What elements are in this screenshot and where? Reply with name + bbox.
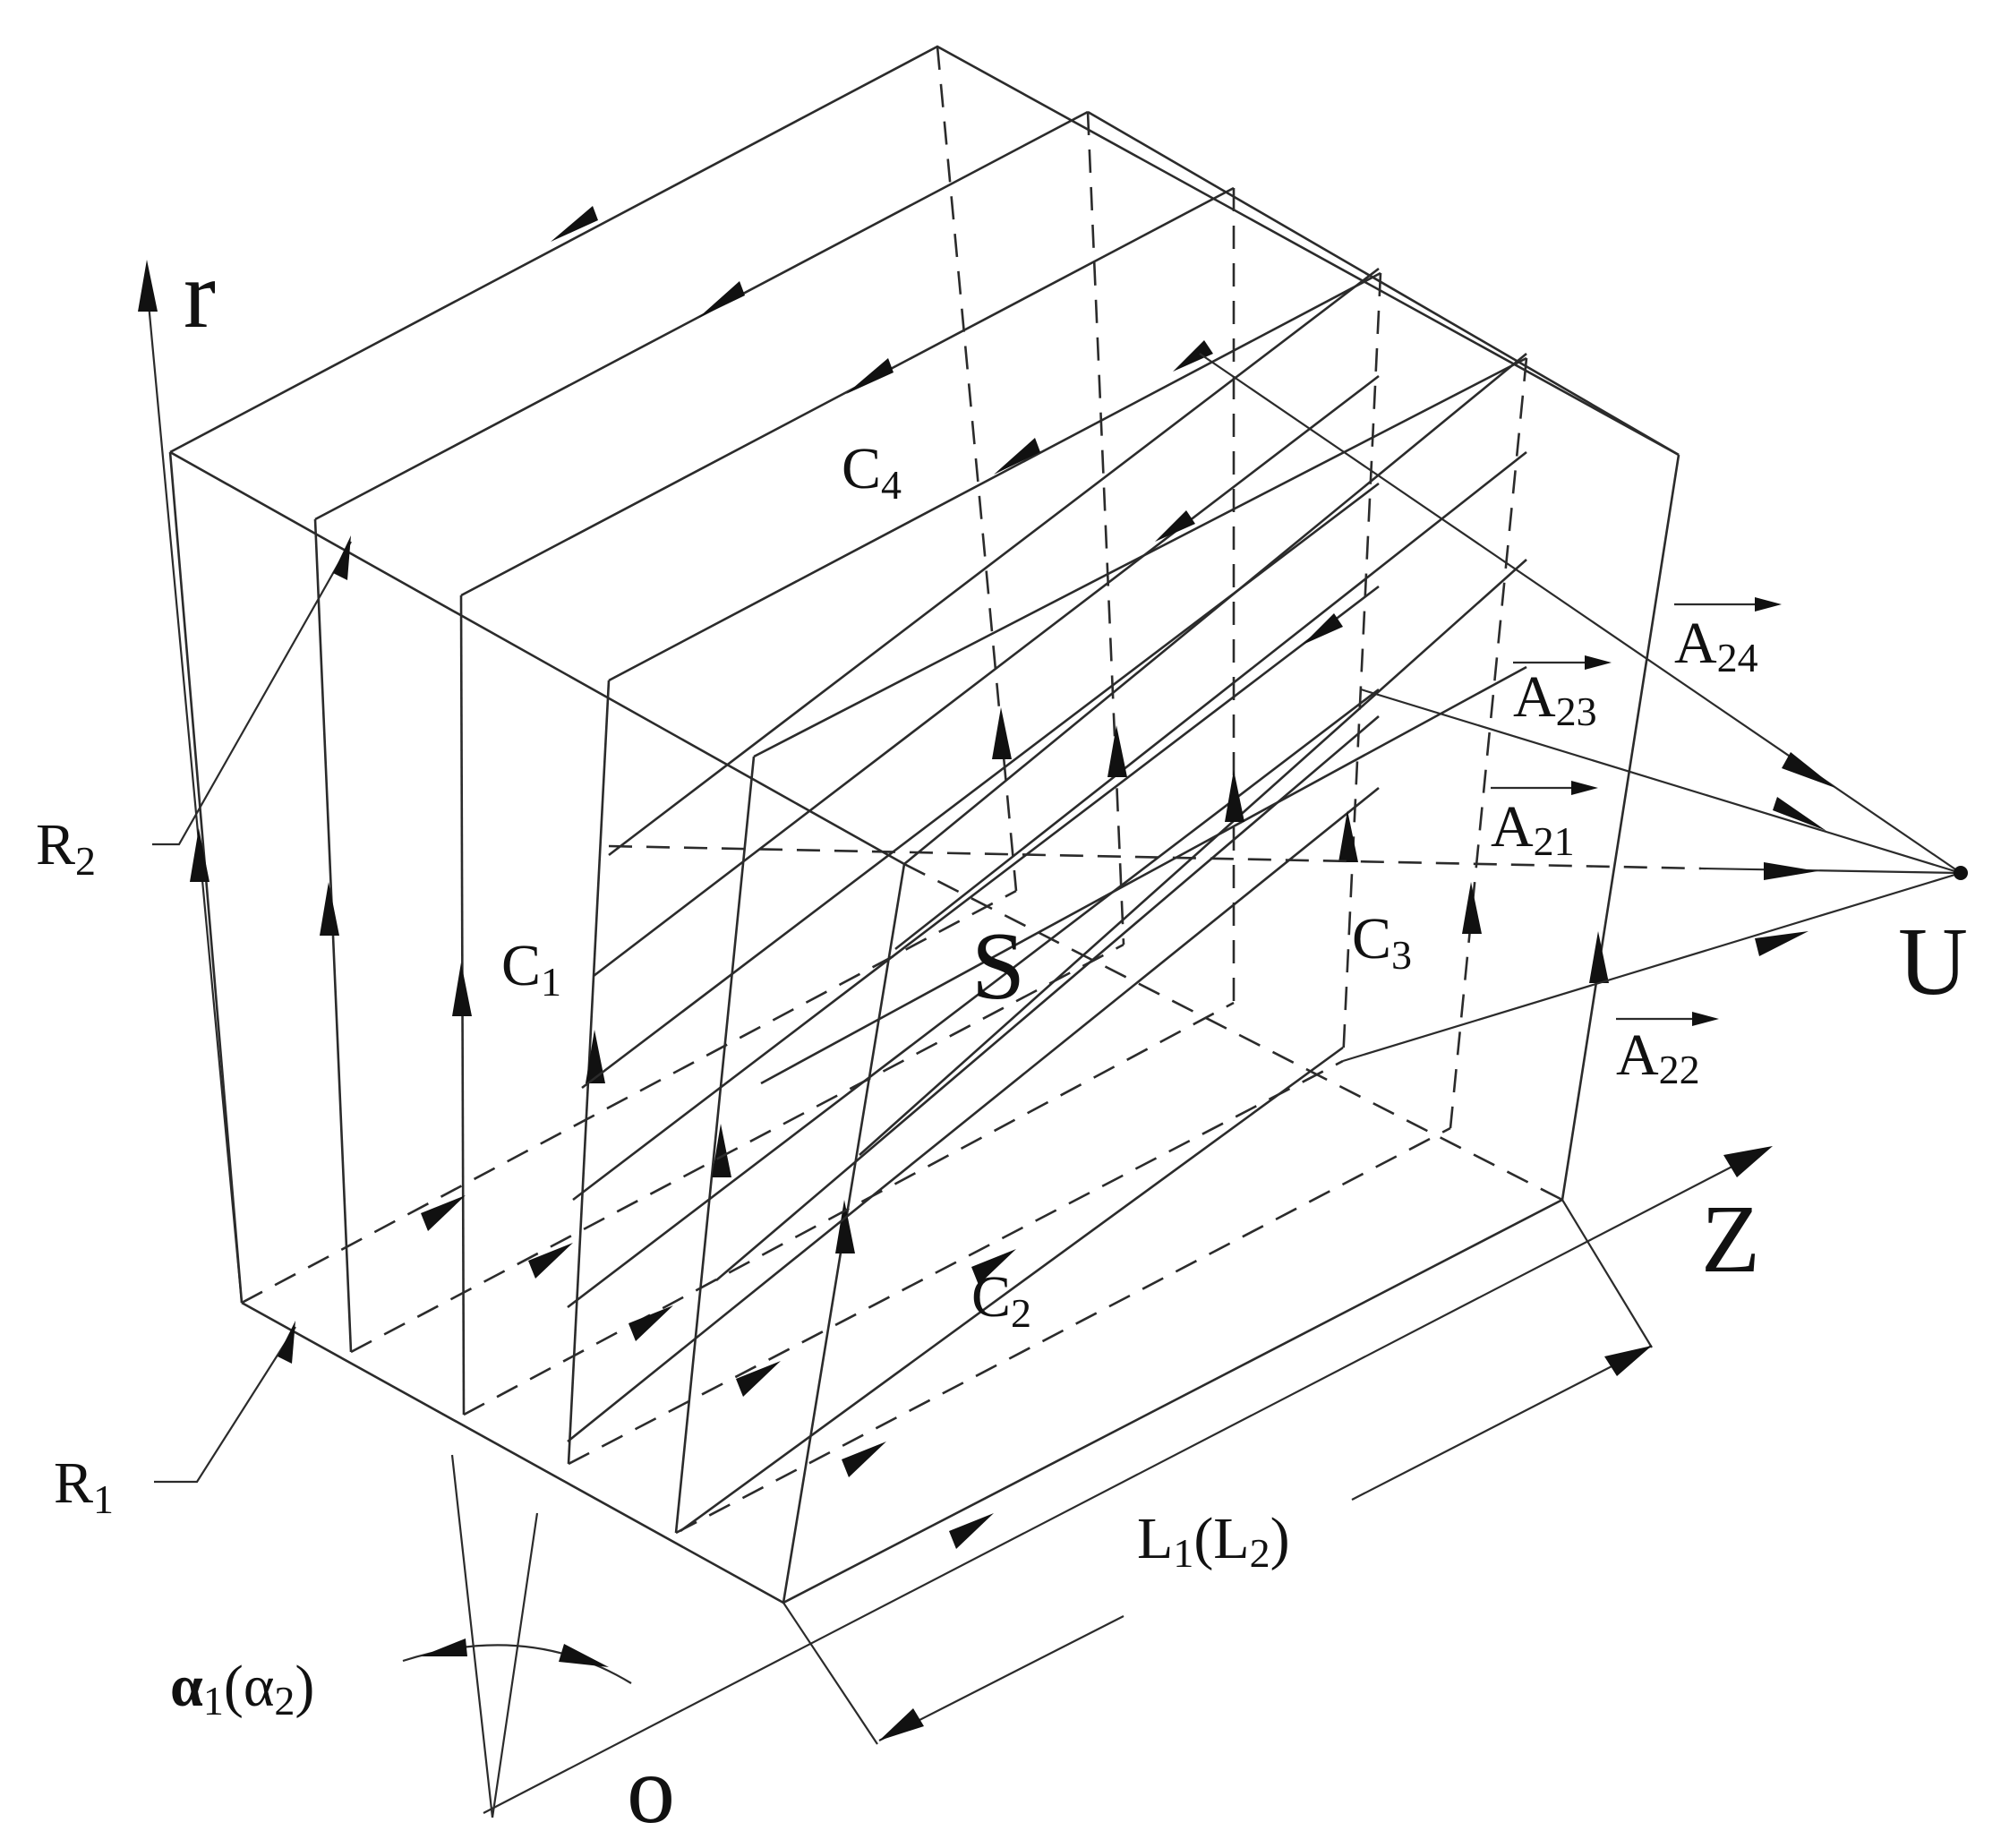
origin-label: o (627, 1737, 675, 1844)
leader-lines (152, 535, 352, 1484)
vector-a23-label: A23 (1513, 655, 1612, 734)
z-axis-label: Z (1701, 1186, 1760, 1293)
vector-a24-label: A24 (1674, 597, 1782, 680)
z-axis (483, 1146, 1773, 1814)
vector-a21-label: A21 (1491, 781, 1598, 864)
vectors-to-u (1199, 353, 1968, 1063)
r-axis (138, 260, 244, 1304)
c3-label: C3 (1352, 906, 1412, 978)
dimension-l (782, 1199, 1653, 1745)
svg-text:A24: A24 (1674, 611, 1758, 680)
bottom-dashed-lines (241, 844, 1702, 1549)
svg-text:A21: A21 (1491, 794, 1575, 864)
block-outline (168, 45, 1680, 1604)
top-strips (314, 110, 1680, 758)
angle-alpha-marker (402, 1454, 632, 1818)
c4-label: C4 (842, 436, 902, 508)
r2-label: R2 (36, 812, 96, 884)
svg-text:A22: A22 (1616, 1022, 1700, 1092)
r1-label: R1 (54, 1450, 114, 1522)
front-verticals (190, 518, 855, 1534)
c1-label: C1 (501, 933, 561, 1005)
hatch-lines (567, 267, 1527, 1533)
c2-label: C2 (971, 1264, 1031, 1336)
r-axis-label: r (184, 242, 216, 348)
point-s-label: S (971, 913, 1025, 1020)
length-label: L1(L2) (1137, 1506, 1290, 1576)
point-u-label: U (1898, 909, 1968, 1015)
svg-text:A23: A23 (1513, 664, 1597, 734)
vector-a22-label: A22 (1616, 1012, 1719, 1092)
point-u-marker (1954, 866, 1968, 880)
angle-label: α1(α2) (170, 1654, 314, 1724)
back-dashed-lines (936, 46, 1609, 1129)
